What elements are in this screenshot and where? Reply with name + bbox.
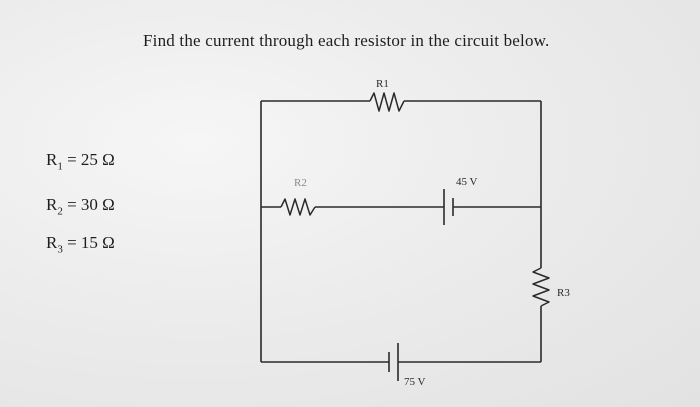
given-r3-value: = 15 Ω xyxy=(67,233,115,252)
label-r1: R1 xyxy=(376,78,389,90)
given-r3-symbol: R xyxy=(46,233,58,252)
problem-question: Find the current through each resistor i… xyxy=(143,31,550,50)
resistor-r1 xyxy=(369,92,405,112)
label-battery-45v: 45 V xyxy=(456,176,478,188)
given-r2-subscript: 2 xyxy=(57,205,63,218)
given-r1-subscript: 1 xyxy=(57,160,63,173)
label-r3: R3 xyxy=(557,287,570,299)
given-r2: R2 = 30 Ω xyxy=(46,195,115,217)
given-r1: R1 = 25 Ω xyxy=(46,150,115,172)
given-r2-value: = 30 Ω xyxy=(67,195,115,214)
given-r3: R3 = 15 Ω xyxy=(46,233,115,255)
given-r1-symbol: R xyxy=(46,150,58,169)
given-r2-symbol: R xyxy=(46,195,58,214)
label-battery-75v: 75 V xyxy=(404,376,426,388)
given-r3-subscript: 3 xyxy=(57,243,63,256)
label-r2: R2 xyxy=(294,177,307,189)
resistor-r2 xyxy=(280,198,316,216)
given-r1-value: = 25 Ω xyxy=(67,150,115,169)
resistor-r3 xyxy=(532,267,550,307)
